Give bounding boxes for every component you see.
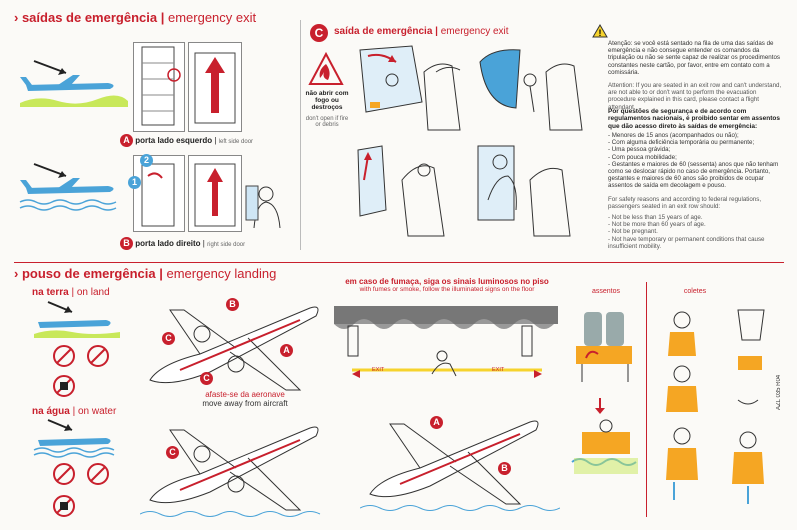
card-code: AZL 035 R04 [776, 374, 782, 410]
door-b-label: B porta lado direito | right side door [120, 237, 245, 250]
warning-text-en: Attention: If you are seated in an exit … [608, 82, 782, 111]
passenger-at-door-illustration [245, 185, 281, 229]
water-prohibition-icons [53, 463, 109, 517]
landing-letter-c-1: C [162, 332, 175, 345]
door-a-panel-1 [133, 42, 185, 132]
step-2-badge: 2 [140, 154, 153, 167]
land-aircraft-illustration [34, 301, 120, 338]
divider-vertical [300, 20, 301, 250]
vests-label: coletes [683, 288, 707, 295]
seat-cushion-illustration [576, 312, 632, 382]
land-prohibition-icons [53, 345, 109, 397]
restriction-list-pt: - Menores de 15 anos (acompanhados ou nã… [608, 132, 779, 190]
smoke-instruction: em caso de fumaça, siga os sinais lumino… [345, 277, 549, 293]
warning-text-pt: Atenção: se você está sentado na fila de… [608, 40, 780, 76]
move-away-text: afaste-se da aeronave move away from air… [202, 390, 288, 408]
landing-letter-b: B [226, 298, 239, 311]
on-land-label: na terra | on land [32, 287, 110, 298]
aircraft-body [26, 83, 114, 91]
fire-warning-pt: não abrir com fogo ou destroços [305, 90, 349, 111]
restriction-list-en: - Not be less than 15 years of age. - No… [608, 214, 765, 250]
landing-title: › pouso de emergência | emergency landin… [14, 266, 277, 281]
vests-divider [646, 282, 647, 517]
aircraft-topview-water [140, 426, 321, 517]
landing-letter-c-2: C [200, 372, 213, 385]
aircraft-topview-land [149, 306, 319, 391]
landing-letter-b-2: B [498, 462, 511, 475]
aircraft-topview-water-2 [360, 420, 560, 511]
fire-warning-icon [308, 52, 344, 85]
letter-a-badge: A [120, 134, 133, 147]
door-a-panel-2 [188, 42, 242, 132]
exit-c-step-1-illustration [359, 45, 461, 131]
down-arrow-icon [595, 398, 605, 414]
letter-b-badge: B [120, 237, 133, 250]
exit-c-step-3-illustration [357, 145, 445, 237]
caution-icon: ! [592, 24, 608, 38]
seats-label: assentos [591, 288, 621, 295]
smoke-cabin-illustration [334, 306, 558, 378]
exit-c-title: saída de emergência | emergency exit [334, 26, 509, 37]
landing-letter-a-2: A [430, 416, 443, 429]
on-water-label: na água | on water [32, 406, 117, 417]
exits-title: › saídas de emergência | emergency exit [14, 10, 257, 25]
landing-letter-a: A [280, 344, 293, 357]
step-1-badge: 1 [128, 176, 141, 189]
life-vest-instructions [666, 309, 765, 504]
aircraft-on-water-illustration [19, 163, 117, 211]
fire-warning-en: don't open if fire or debris [305, 116, 349, 128]
exits-title-en: emergency exit [167, 10, 257, 25]
section-divider [14, 262, 784, 263]
door-b-panel-2 [188, 155, 242, 232]
seat-cushion-flotation-illustration [571, 419, 638, 474]
restriction-title-pt: Por questões de segurança e de acordo co… [608, 108, 780, 130]
restriction-title-en: For safety reasons and according to fede… [608, 196, 762, 211]
svg-text:!: ! [599, 28, 602, 38]
letter-c-badge: C [310, 24, 328, 42]
door-b-panel-1 [133, 155, 185, 232]
aircraft-on-land-illustration [20, 60, 128, 107]
exit-c-step-4-illustration [477, 145, 571, 237]
door-a-label: A porta lado esquerdo | left side door [120, 134, 253, 147]
exit-c-step-2-illustration [479, 49, 583, 131]
ground-shape [20, 95, 128, 107]
exits-title-pt: saídas de emergência [21, 10, 158, 25]
exit-floor-label-2: EXIT [492, 367, 505, 373]
landing-letter-c-3: C [166, 446, 179, 459]
exit-floor-label-1: EXIT [372, 367, 385, 373]
water-aircraft-illustration [33, 419, 115, 458]
